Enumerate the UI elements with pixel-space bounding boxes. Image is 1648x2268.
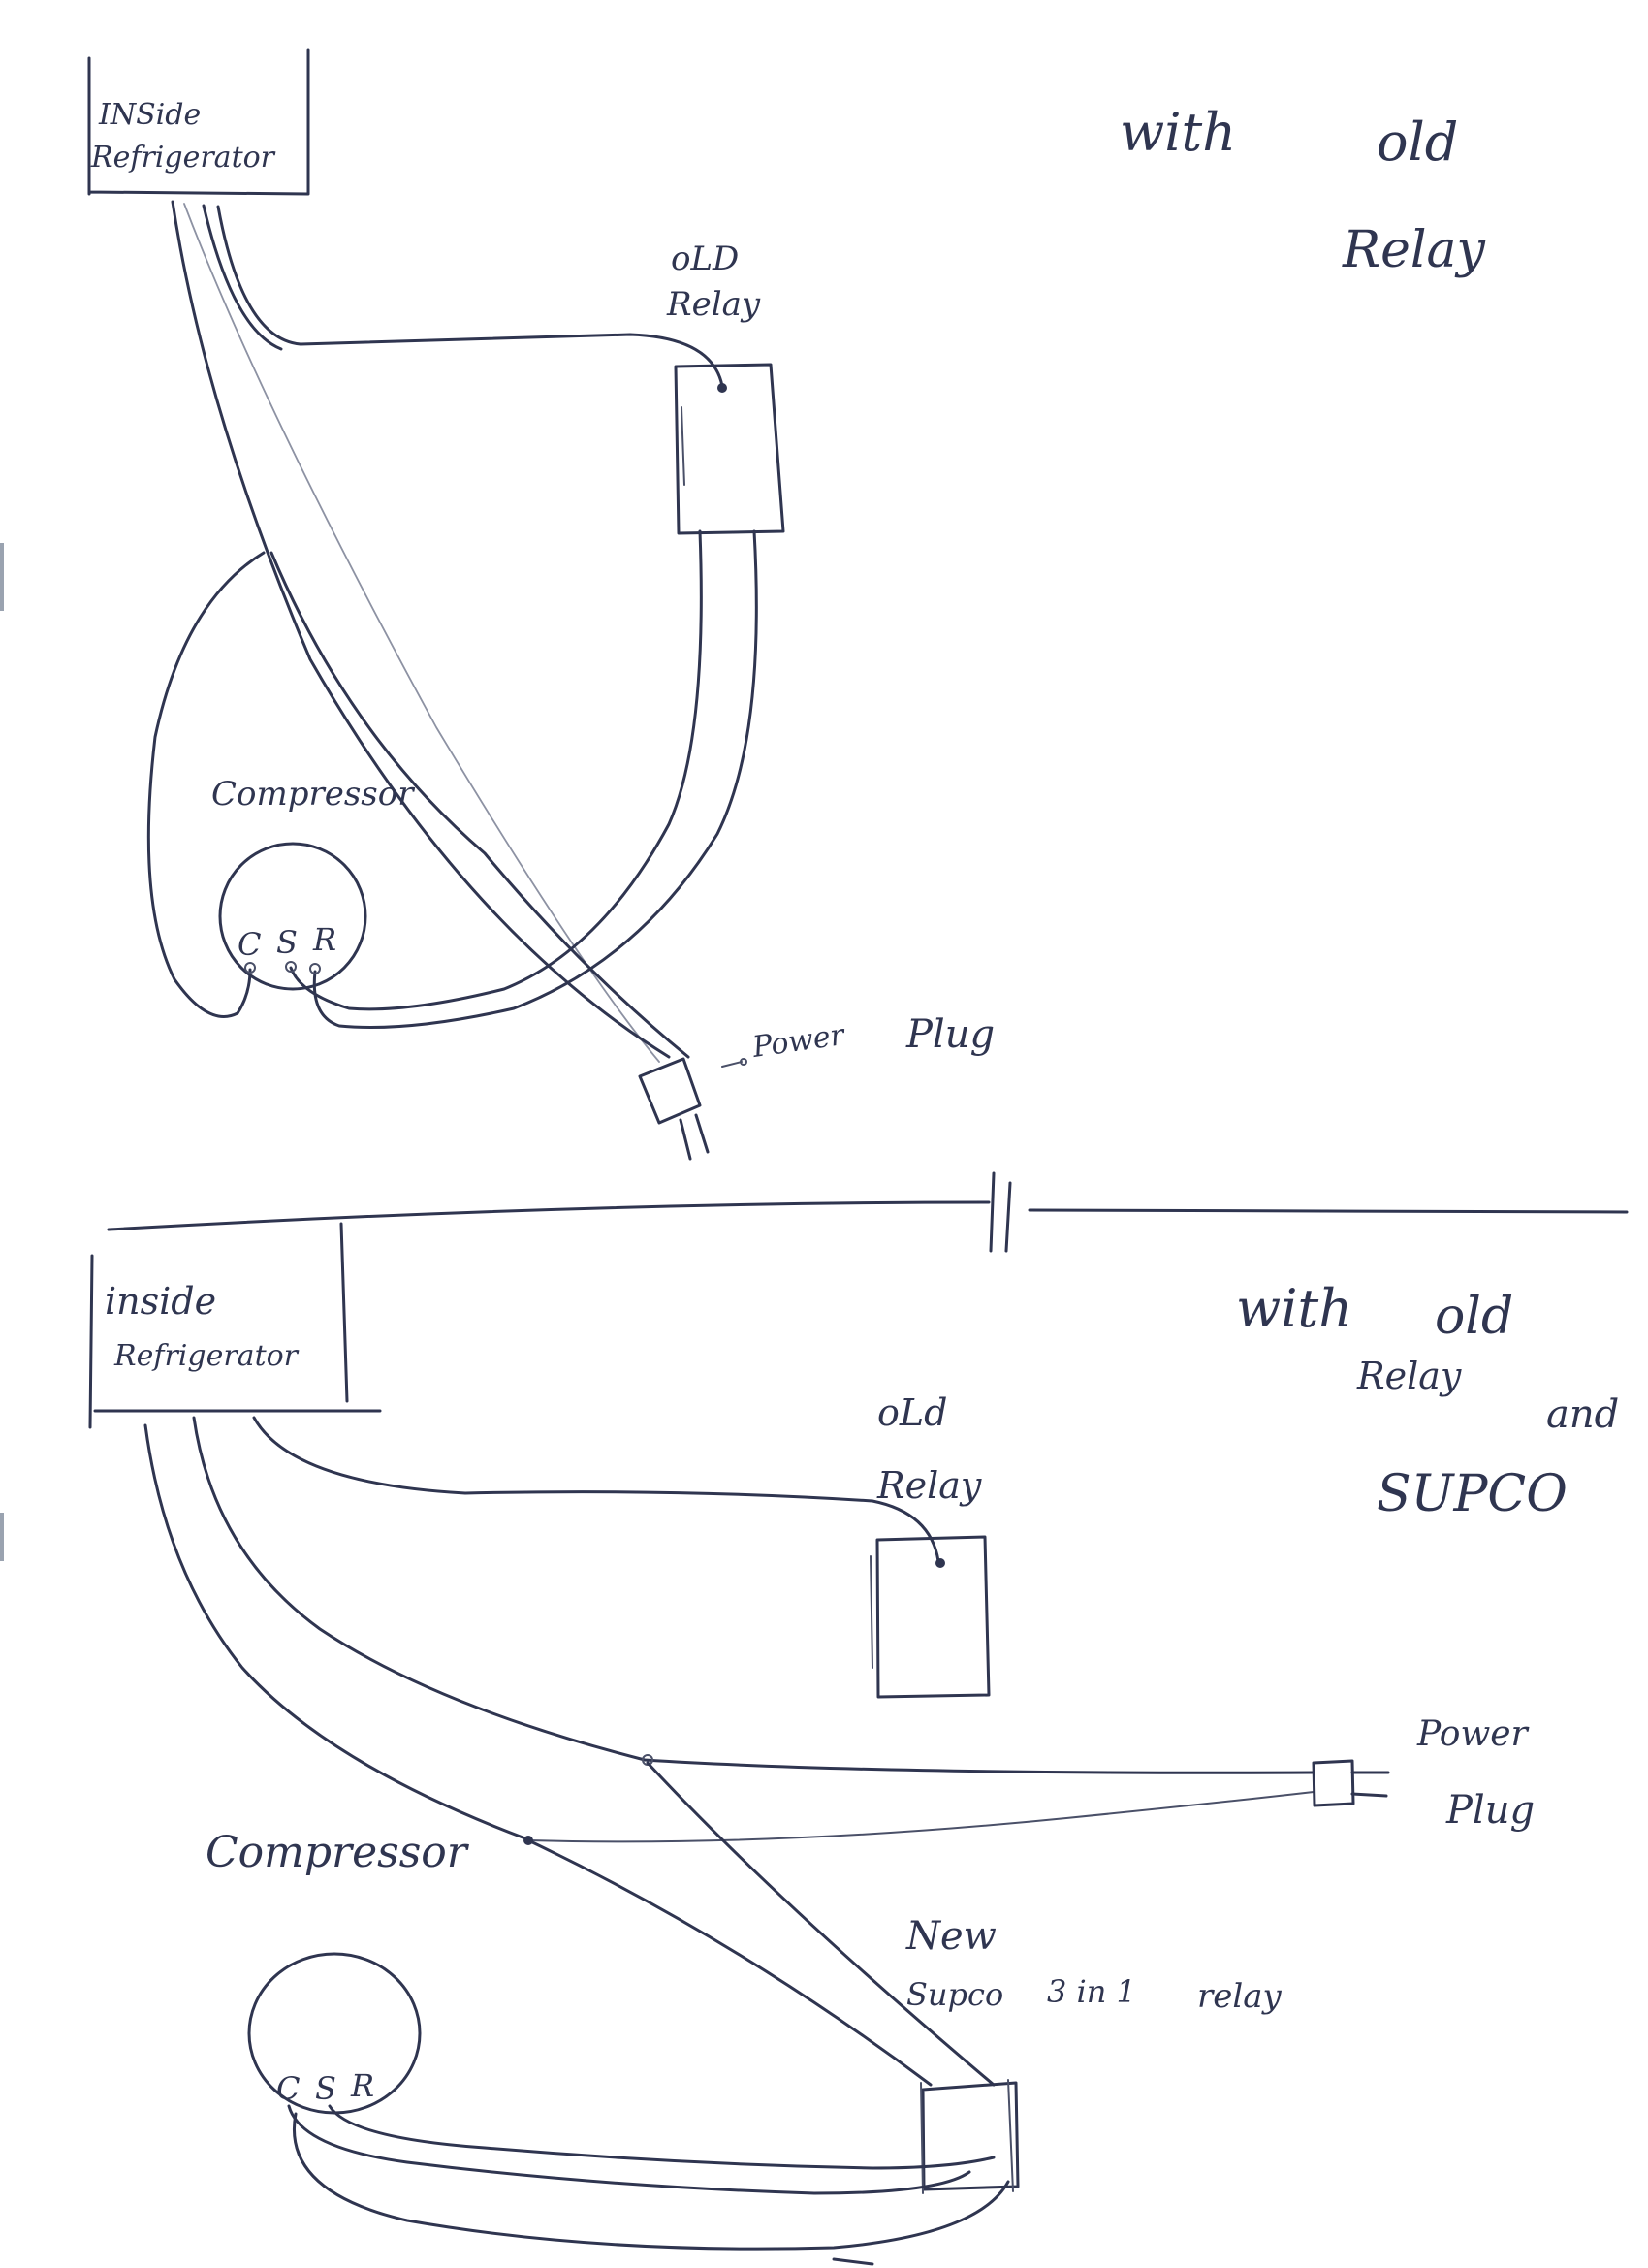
top-plug-pointer xyxy=(721,1061,743,1068)
new-supco-relay-box xyxy=(921,2081,1020,2191)
bottom-old-relay-box xyxy=(875,1535,991,1699)
top-wire-bundle xyxy=(269,551,690,1059)
bottom-wire-top-junction-to-new-relay xyxy=(646,1761,996,2087)
top-plug-pointer-dot xyxy=(740,1058,747,1066)
bottom-plug-prongs xyxy=(1350,1771,1390,1798)
top-heading-word3: Relay xyxy=(1342,221,1486,279)
bottom-plug-label-line2: Plug xyxy=(1445,1788,1535,1833)
bottom-heading-word3: Relay xyxy=(1356,1355,1462,1397)
top-wire-fridge-to-relay xyxy=(216,205,724,388)
bottom-wire-fridge-to-plug xyxy=(192,1416,1315,1774)
top-terminal-r: R xyxy=(312,921,336,958)
bottom-heading-word2: old xyxy=(1435,1288,1513,1346)
bottom-terminal-c: C xyxy=(276,2070,300,2107)
bottom-wire-c-to-new-relay xyxy=(287,2104,971,2195)
top-wire-stub xyxy=(202,204,283,351)
top-diagram: INSide Refrigerator with old Relay oLD R… xyxy=(87,48,1486,1161)
top-wire-faint-to-plug xyxy=(183,203,660,1063)
top-heading-word1: with xyxy=(1120,102,1236,163)
bottom-wire-s-to-new-relay xyxy=(328,2104,996,2170)
bottom-fridge-label-line2: Refrigerator xyxy=(113,1339,300,1373)
bottom-fridge-box xyxy=(88,1222,382,1429)
top-relay-label-line1: oLD xyxy=(671,240,739,278)
scan-edge-mark xyxy=(0,1513,4,1561)
top-old-relay-box xyxy=(674,363,785,535)
bottom-heading-word1: with xyxy=(1236,1278,1352,1339)
bottom-wire-fridge-to-junction xyxy=(143,1423,527,1840)
new-relay-edge-strokes xyxy=(920,2079,1014,2194)
bottom-diagram: inside Refrigerator with old Relay and S… xyxy=(88,1222,1619,2266)
new-relay-label-line1: New xyxy=(905,1914,997,1959)
top-wire-relay-to-r xyxy=(312,529,758,1030)
top-terminal-s: S xyxy=(276,924,298,961)
top-relay-label-line2: Relay xyxy=(666,285,761,324)
top-wire-fridge-to-plug xyxy=(171,200,671,1059)
bottom-power-plug xyxy=(1312,1759,1355,1807)
bottom-relay-label-line2: Relay xyxy=(876,1464,982,1507)
top-fridge-label-line1: INSide xyxy=(98,98,201,132)
top-relay-terminal xyxy=(717,383,727,393)
top-wire-loop-to-c xyxy=(146,551,266,1018)
bottom-terminal-r: R xyxy=(350,2067,374,2104)
bottom-wire-fridge-to-relay xyxy=(252,1416,940,1563)
top-fridge-label-line2: Refrigerator xyxy=(90,141,276,175)
top-terminal-r-dot xyxy=(309,963,321,974)
bottom-plug-label-line1: Power xyxy=(1416,1714,1530,1754)
top-relay-edge-stroke xyxy=(681,406,685,486)
bottom-wire-tail xyxy=(832,2257,874,2266)
bottom-relay-edge-stroke xyxy=(870,1555,873,1669)
top-terminal-s-dot xyxy=(285,961,297,973)
new-relay-label-line3: 3 in 1 xyxy=(1047,1973,1136,2010)
top-heading-word2: old xyxy=(1377,112,1458,173)
bottom-wire-plug-return xyxy=(527,1791,1315,1843)
top-compressor-circle xyxy=(218,842,367,991)
bottom-compressor-label: Compressor xyxy=(206,1828,470,1877)
bottom-heading-word5: SUPCO xyxy=(1377,1465,1568,1523)
top-plug-prongs xyxy=(679,1113,710,1161)
top-terminal-c-dot xyxy=(244,962,256,974)
top-wire-relay-to-s xyxy=(289,529,703,1011)
new-relay-label-line2: Supco xyxy=(906,1976,1003,2013)
bottom-wire-r-to-new-relay xyxy=(293,2112,1010,2251)
top-plug-label: Power xyxy=(749,1018,847,1065)
new-relay-label-line4: relay xyxy=(1197,1977,1283,2016)
top-terminal-c: C xyxy=(238,926,261,963)
top-compressor-label: Compressor xyxy=(211,775,415,814)
bottom-relay-label-line1: oLd xyxy=(877,1391,947,1434)
top-fridge-box xyxy=(87,48,310,196)
bottom-fridge-label-line1: inside xyxy=(105,1280,216,1323)
bottom-terminal-s: S xyxy=(315,2070,336,2107)
top-plug-label2: Plug xyxy=(905,1012,995,1057)
section-divider xyxy=(107,1171,1629,1253)
scan-edge-mark xyxy=(0,543,4,611)
bottom-wire-junction-to-new-relay xyxy=(526,1838,933,2087)
bottom-heading-word4: and xyxy=(1546,1392,1619,1437)
top-power-plug xyxy=(638,1057,702,1125)
